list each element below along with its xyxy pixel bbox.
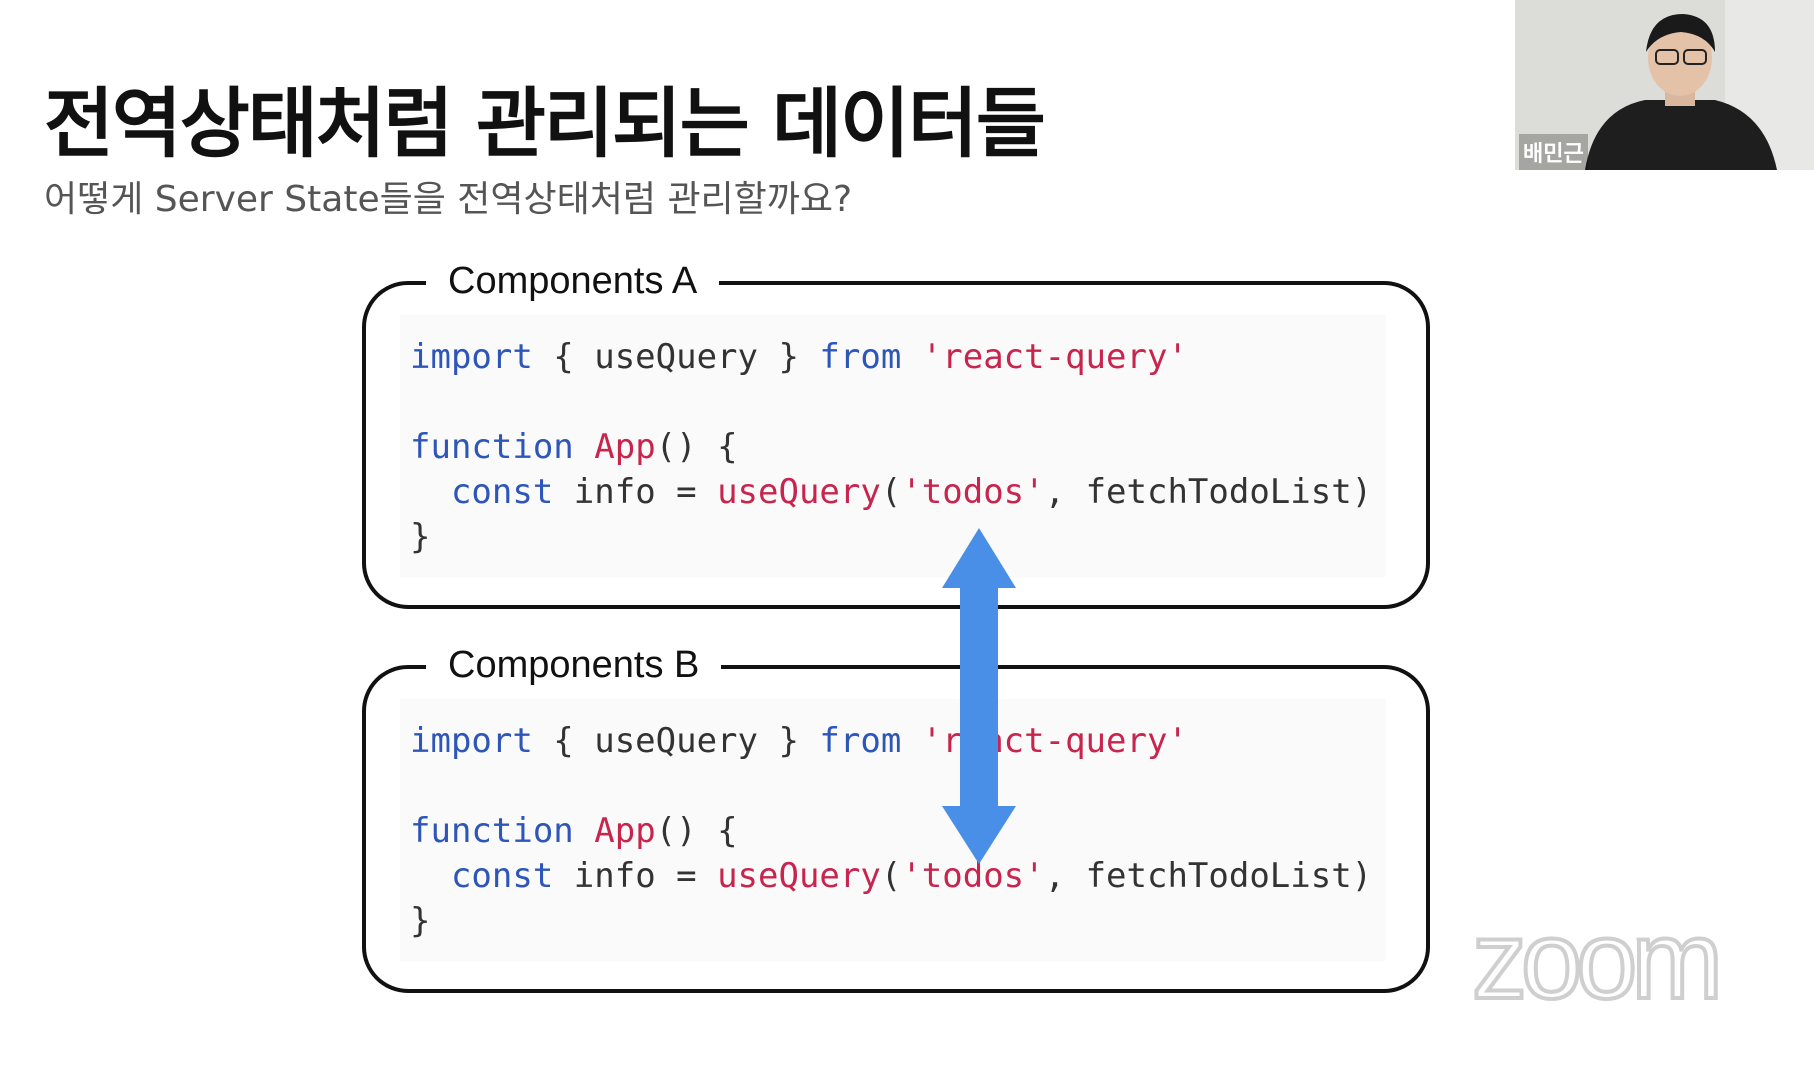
slide-title: 전역상태처럼 관리되는 데이터들: [44, 79, 1046, 168]
const-keyword: const: [450, 856, 554, 896]
component-a-label: Components A: [426, 255, 720, 307]
zoom-watermark-logo: zoom: [1470, 899, 1725, 1022]
closing-brace: }: [410, 517, 431, 557]
arrow-shape: [942, 528, 1016, 864]
code-line-const: const info = useQuery('todos', fetchTodo…: [410, 856, 1372, 896]
code-indent: [410, 856, 451, 896]
component-b-box: Components B import { useQuery } from 'r…: [362, 639, 1430, 993]
component-b-code-block: import { useQuery } from 'react-query' f…: [400, 699, 1386, 961]
code-text: info =: [553, 856, 718, 896]
slide-subtitle: 어떻게 Server State들을 전역상태처럼 관리할까요?: [44, 179, 853, 220]
component-a-box: Components A import { useQuery } from 'r…: [362, 255, 1430, 609]
code-paren: (: [880, 856, 902, 896]
code-line-close: }: [410, 517, 430, 557]
code-space: [901, 721, 921, 761]
code-space: [574, 811, 594, 851]
code-text: () {: [655, 811, 738, 851]
code-paren: (: [880, 472, 902, 512]
code-text: , fetchTodoList): [1044, 856, 1373, 896]
code-line-close: }: [410, 901, 430, 941]
code-text: , fetchTodoList): [1044, 472, 1373, 512]
code-space: [574, 427, 594, 467]
participant-name: 배민근: [1519, 134, 1588, 170]
participant-video: 배민근: [1515, 0, 1814, 170]
code-text: { useQuery }: [532, 337, 820, 377]
query-key-string: 'todos': [901, 472, 1045, 512]
code-line-function: function App() {: [410, 811, 738, 851]
closing-brace: }: [410, 901, 431, 941]
code-line-import: import { useQuery } from 'react-query': [410, 721, 1188, 761]
query-key-string: 'todos': [901, 856, 1045, 896]
double-arrow-vertical-icon: [942, 528, 1016, 864]
function-keyword: function: [410, 811, 574, 851]
function-name: App: [594, 427, 656, 467]
usequery-call: useQuery: [717, 856, 881, 896]
code-text: () {: [655, 427, 738, 467]
from-keyword: from: [819, 337, 902, 377]
code-line-import: import { useQuery } from 'react-query': [410, 337, 1188, 377]
from-keyword: from: [819, 721, 902, 761]
import-keyword: import: [410, 337, 533, 377]
code-line-const: const info = useQuery('todos', fetchTodo…: [410, 472, 1372, 512]
import-keyword: import: [410, 721, 533, 761]
code-indent: [410, 472, 451, 512]
const-keyword: const: [450, 472, 554, 512]
code-space: [901, 337, 921, 377]
function-name: App: [594, 811, 656, 851]
module-string: 'react-query': [921, 337, 1188, 377]
usequery-call: useQuery: [717, 472, 881, 512]
component-a-code-block: import { useQuery } from 'react-query' f…: [400, 315, 1386, 577]
code-text: { useQuery }: [532, 721, 820, 761]
component-b-label: Components B: [426, 639, 722, 691]
participant-silhouette-icon: [1515, 0, 1814, 170]
function-keyword: function: [410, 427, 574, 467]
code-line-function: function App() {: [410, 427, 738, 467]
code-text: info =: [553, 472, 718, 512]
